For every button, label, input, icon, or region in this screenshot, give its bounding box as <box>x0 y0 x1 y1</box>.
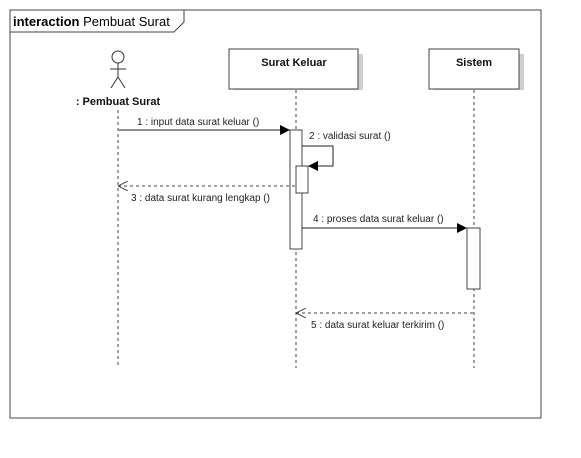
activation-sistem <box>466 227 481 290</box>
frame-title: interaction Pembuat Surat <box>13 14 170 29</box>
message-3-label: 3 : data surat kurang lengkap () <box>131 193 270 204</box>
participant-label: Surat Keluar <box>261 57 327 69</box>
message-1-label: 1 : input data surat keluar () <box>137 117 259 128</box>
message-2-arrow <box>302 145 334 171</box>
participant-sistem: Sistem <box>428 48 524 90</box>
actor-label: : Pembuat Surat <box>76 96 161 108</box>
participant-surat-keluar: Surat Keluar <box>228 48 363 90</box>
activation-validasi <box>295 165 309 194</box>
participant-label: Sistem <box>456 57 492 69</box>
message-4-label: 4 : proses data surat keluar () <box>313 214 444 225</box>
participant-box <box>428 48 520 90</box>
actor-head <box>111 50 125 64</box>
message-5-label: 5 : data surat keluar terkirim () <box>311 320 444 331</box>
actor-pembuat-surat: : Pembuat Surat <box>76 50 161 108</box>
frame-tab <box>9 9 185 33</box>
participant-box <box>228 48 359 90</box>
message-2-label: 2 : validasi surat () <box>309 131 391 142</box>
